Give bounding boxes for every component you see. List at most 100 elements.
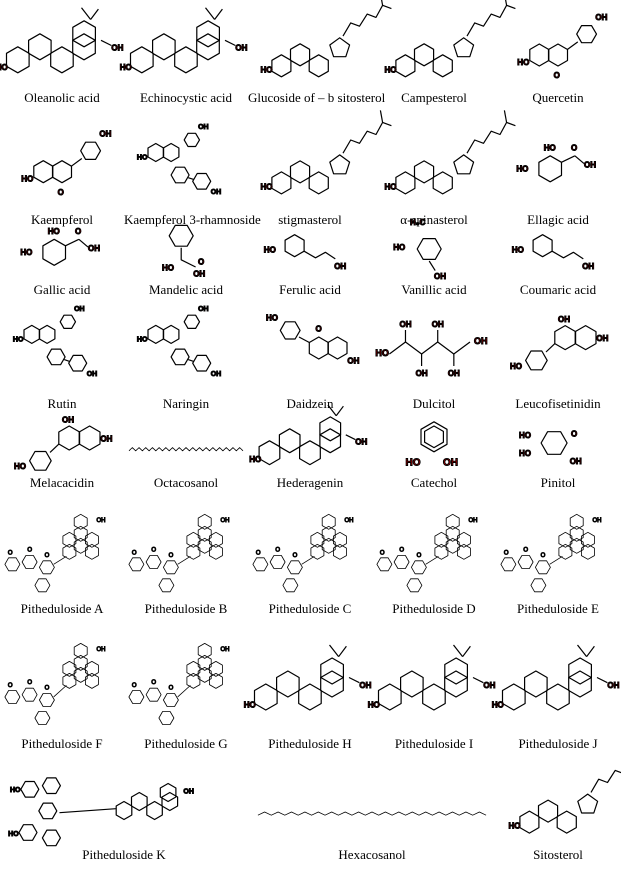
hydroxyl-label: OH — [87, 371, 98, 378]
hydroxyl-label: OH — [474, 336, 488, 346]
hydroxyl-label: OH — [448, 369, 460, 378]
compound-name-label: Quercetin — [532, 90, 584, 105]
carboxyl-label: OH — [220, 647, 229, 653]
compound-name-label: Campesterol — [401, 90, 467, 105]
oxygen-label: O — [399, 548, 404, 554]
hydroxyl-label: OH — [211, 189, 222, 196]
structure-drawing: HO HO OH O — [519, 429, 583, 466]
hydroxyl-label: HO — [20, 248, 32, 257]
compound-name-label: Hederagenin — [276, 475, 344, 490]
hydroxyl-label: HO — [393, 243, 405, 252]
hydroxyl-label: OH — [74, 306, 85, 313]
oxygen-label: O — [256, 551, 261, 557]
hydroxyl-label: HO — [544, 144, 556, 153]
compound-name-label: Pitheduloside F — [21, 736, 103, 751]
compound-name-label: Mandelic acid — [149, 282, 223, 297]
carboxyl-label: OH — [96, 518, 105, 524]
compound-name-label: Gallic acid — [33, 282, 91, 297]
compound-name-label: Octacosanol — [153, 475, 219, 490]
hydroxyl-label: HO — [14, 462, 26, 471]
structure-drawing: HO — [508, 769, 621, 834]
hydroxyl-label: OH — [62, 415, 74, 424]
compound-name-label: Glucoside of – b sitosterol — [248, 90, 386, 105]
carboxyl-label: OH — [88, 244, 100, 253]
compound-name-label: Pitheduloside K — [82, 847, 166, 862]
oxygen-label: O — [417, 553, 422, 559]
compound-card: Hexacosanol — [248, 768, 496, 864]
compound-card: O O O OH Pitheduloside F — [0, 630, 124, 753]
hydroxyl-label: HO — [8, 831, 19, 838]
compound-name-label: Catechol — [410, 475, 458, 490]
methoxy-label: O — [571, 430, 577, 439]
compound-name-label: Rutin — [47, 396, 77, 411]
carboxyl-label: OH — [582, 262, 594, 271]
hydroxyl-label: HO — [21, 175, 33, 184]
oxygen-label: O — [45, 685, 50, 691]
compound-name-label: Pitheduloside H — [268, 736, 352, 751]
oxygen-label: O — [504, 551, 509, 557]
structure-drawing: HO — [260, 0, 392, 78]
hydroxyl-label: HO — [519, 431, 531, 440]
carboxyl-label: OH — [96, 647, 105, 653]
carbonyl-label: O — [198, 258, 204, 267]
compound-name-label: Ferulic acid — [279, 282, 341, 297]
hydroxyl-label: HO — [516, 164, 528, 173]
oxygen-label: O — [8, 683, 13, 689]
hydroxyl-label: HO — [48, 227, 60, 236]
hydroxyl-label: OH — [570, 457, 582, 466]
hydroxyl-label: HO — [519, 449, 531, 458]
oxygen-label: O — [27, 680, 32, 686]
hydroxyl-label: HO — [517, 58, 529, 67]
carboxyl-label: OH — [344, 518, 353, 524]
oxygen-label: O — [8, 551, 13, 557]
compound-name-label: Leucofisetinidin — [515, 396, 601, 411]
compound-card: OHHOOleanolic acid — [0, 4, 124, 107]
structure-drawing: O O O OH — [4, 643, 106, 725]
hydroxyl-label: HO — [0, 63, 8, 72]
hydroxyl-label: HO — [162, 264, 174, 273]
compound-name-label: Echinocystic acid — [139, 90, 233, 105]
compound-name-label: Pitheduloside I — [394, 736, 474, 751]
oxygen-label: O — [169, 553, 174, 559]
oxygen-label: O — [45, 553, 50, 559]
compound-name-label: Pitheduloside A — [20, 601, 104, 616]
compound-name-label: Pitheduloside D — [392, 601, 476, 616]
hydroxyl-label: OH — [211, 371, 222, 378]
carboxyl-label: OH — [434, 272, 446, 281]
oxygen-label: O — [151, 548, 156, 554]
hydroxyl-label: OH — [99, 129, 111, 138]
hydroxyl-label: HO — [368, 700, 380, 709]
compound-card: HO Glucoside of – b sitosterol — [248, 0, 392, 107]
